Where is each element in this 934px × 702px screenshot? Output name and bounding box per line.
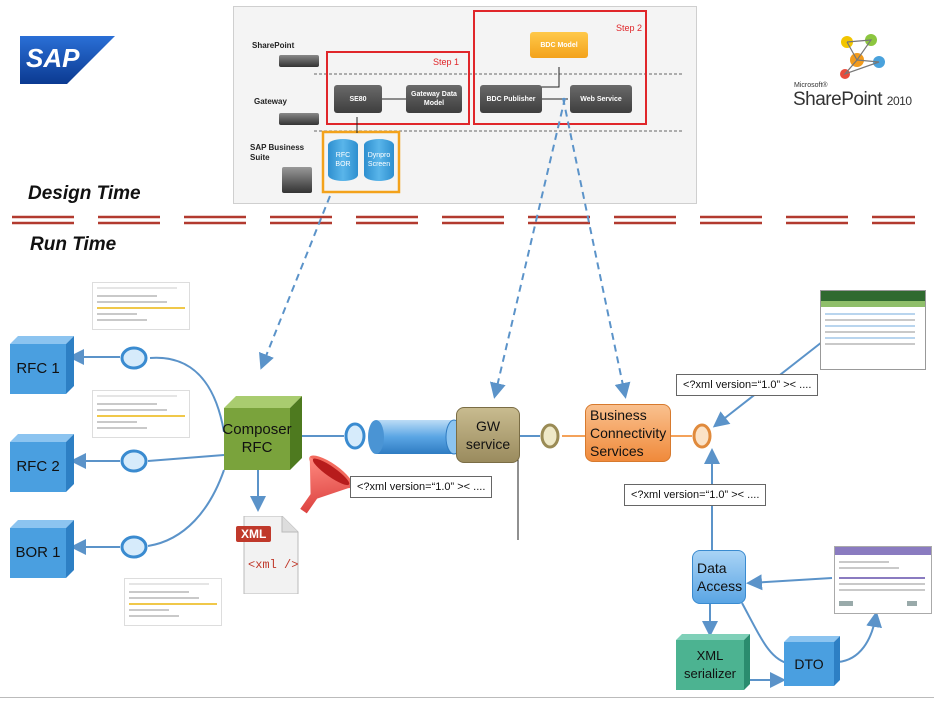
bor1-label: BOR 1: [15, 544, 61, 561]
sharepoint-server-icon: [279, 55, 319, 67]
footer-divider: [0, 697, 934, 698]
se80-box: SE80: [334, 85, 382, 113]
sap-logo: SAP: [20, 36, 115, 84]
bdc-model-box: BDC Model: [530, 32, 588, 58]
xml-snippet-composer: <?xml version=“1.0” >< ....: [350, 476, 493, 498]
funnel-icon: [300, 455, 353, 514]
sap-logo-text: SAP: [26, 43, 80, 73]
dynpro-screen-cylinder: Dynpro Screen: [364, 139, 394, 181]
rfc1-cube: RFC 1: [10, 336, 74, 394]
rfc-bor-cylinder: RFC BOR: [328, 139, 358, 181]
sharepoint-wordmark: SharePoint 2010: [793, 89, 912, 111]
xml-snippet-data-access: <?xml version=“1.0” >< ....: [624, 484, 767, 506]
dto-cube: DTO: [784, 636, 840, 686]
design-time-heading: Design Time: [28, 183, 141, 204]
data-access-node: Data Access: [692, 550, 746, 604]
sharepoint-list-screenshot: [820, 290, 926, 370]
bdc-publisher-box: BDC Publisher: [480, 85, 542, 113]
rfc2-cube: RFC 2: [10, 434, 74, 492]
gateway-data-model-box: Gateway Data Model: [406, 85, 462, 113]
sharepoint-name: SharePoint: [793, 89, 883, 110]
composer-rfc-label: Composer RFC: [222, 421, 292, 456]
sharepoint-ms-label: Microsoft®: [794, 82, 828, 89]
gateway-server-icon: [279, 113, 319, 125]
design-run-separator: [12, 215, 915, 225]
layer-sharepoint: SharePoint: [252, 41, 295, 50]
xml-snippet-sharepoint: <?xml version=“1.0” >< ....: [676, 374, 819, 396]
design-time-panel: SharePoint Gateway SAP Business Suite St…: [233, 6, 697, 204]
xml-document-icon: XML <xml />: [236, 515, 300, 595]
rfc2-screenshot-thumbnail: [92, 390, 190, 438]
rfc1-interface-ring-icon: [120, 346, 148, 370]
bcs-output-ring-icon: [692, 423, 712, 449]
run-time-heading: Run Time: [30, 234, 117, 255]
xml-document-tag: XML: [236, 526, 272, 542]
gw-service-node: GW service: [456, 407, 520, 463]
rfc2-label: RFC 2: [16, 458, 60, 475]
data-form-screenshot: [834, 546, 932, 614]
rfc1-screenshot-thumbnail: [92, 282, 190, 330]
step-2-label: Step 2: [616, 23, 643, 33]
gw-bcs-ring-icon: [540, 423, 560, 449]
layer-gateway: Gateway: [254, 97, 287, 106]
sharepoint-year: 2010: [886, 94, 912, 108]
bor1-screenshot-thumbnail: [124, 578, 222, 626]
bcs-node: Business Connectivity Services: [585, 404, 671, 462]
xml-serializer-cube: XML serializer: [676, 634, 750, 690]
xml-document-body: <xml />: [248, 558, 299, 572]
bor1-cube: BOR 1: [10, 520, 74, 578]
rfc2-interface-ring-icon: [120, 449, 148, 473]
business-suite-server-icon: [282, 167, 312, 193]
step-1-label: Step 1: [433, 57, 460, 67]
dto-label: DTO: [794, 656, 824, 672]
rfc1-label: RFC 1: [16, 360, 60, 377]
composer-rfc-cube: Composer RFC: [222, 396, 302, 470]
xml-serializer-label: XML serializer: [683, 648, 736, 681]
web-service-box: Web Service: [570, 85, 632, 113]
sharepoint-logo: Microsoft® SharePoint 2010: [788, 32, 928, 112]
data-pipe-cylinder: [368, 419, 463, 455]
bor1-interface-ring-icon: [120, 535, 148, 559]
pipe-interface-ring-icon: [344, 422, 366, 450]
layer-business-suite: SAP Business Suite: [250, 143, 305, 162]
